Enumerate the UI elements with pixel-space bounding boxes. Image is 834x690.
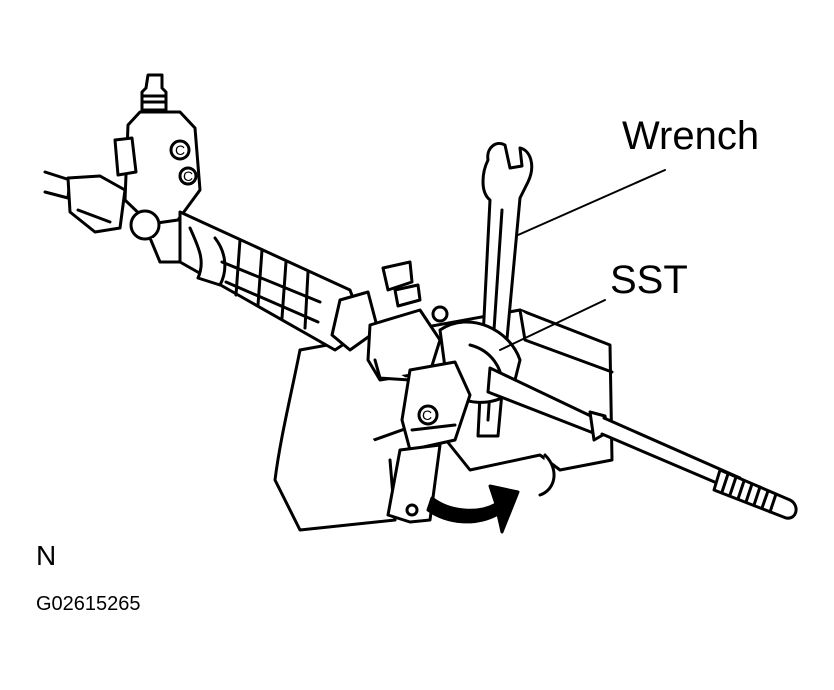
valve-housing	[113, 73, 202, 264]
wrench-leader-line	[517, 169, 666, 236]
figure-id-label: G02615265	[36, 593, 141, 615]
callout-leaders	[499, 169, 666, 351]
sst-callout-label: SST	[610, 258, 688, 302]
view-code-label: N	[36, 540, 57, 571]
rotation-arrow	[426, 484, 520, 534]
sst-mark: C	[422, 407, 432, 423]
fitting-mark-upper: C	[175, 142, 185, 158]
rack-left-end	[43, 170, 127, 234]
fitting-mark-lower: C	[183, 168, 193, 184]
wrench-callout-label: Wrench	[622, 114, 760, 158]
sst-leader-line	[499, 299, 606, 351]
tie-rod	[486, 366, 798, 520]
